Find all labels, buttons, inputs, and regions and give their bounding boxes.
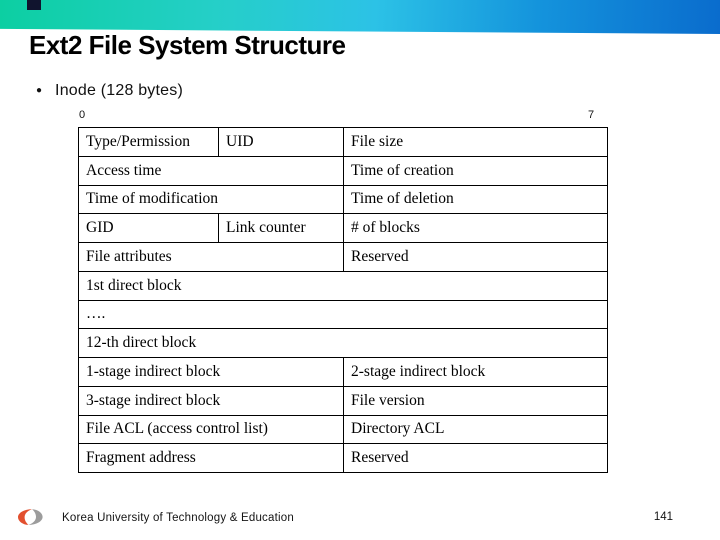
bullet-label: Inode (128 bytes) [55,82,183,99]
table-cell: …. [78,299,608,330]
table-cell: 3-stage indirect block [78,385,344,416]
table-cell: Fragment address [78,443,344,473]
table-cell: 2-stage indirect block [343,357,608,387]
table-cell: UID [218,127,344,157]
bit-label-start: 0 [79,109,86,121]
logo-gray-crescent [28,509,43,525]
table-cell: Directory ACL [343,414,608,445]
footer-institution: Korea University of Technology & Educati… [62,512,294,524]
table-cell: Reserved [343,443,608,473]
table-row: File ACL (access control list)Directory … [78,414,608,445]
table-row: 12-th direct block [78,328,608,358]
table-cell: File ACL (access control list) [78,414,344,445]
logo-orange-crescent [18,509,32,525]
table-row: …. [78,299,608,330]
table-cell: File version [343,385,608,416]
page-title: Ext2 File System Structure [29,30,346,60]
table-cell: Time of creation [343,155,608,186]
table-cell: GID [78,213,219,243]
table-cell: Type/Permission [78,127,219,157]
table-cell: Access time [78,155,344,186]
table-cell: File size [343,127,608,157]
top-banner [0,0,720,34]
table-cell: 1st direct block [78,270,608,301]
table-cell: File attributes [78,242,344,272]
bullet-item: ● Inode (128 bytes) [36,82,183,100]
table-cell: 1-stage indirect block [78,357,344,387]
university-logo-icon [18,509,43,525]
accent-square [27,0,41,10]
table-cell: 12-th direct block [78,328,608,358]
bit-label-end: 7 [588,109,595,121]
bullet-icon: ● [36,85,43,96]
table-row: 1st direct block [78,270,608,301]
table-cell: Link counter [218,213,344,243]
page-number: 141 [653,511,673,523]
table-cell: # of blocks [343,213,608,243]
table-cell: Time of modification [78,184,344,215]
table-cell: Reserved [343,242,608,272]
table-cell: Time of deletion [343,184,608,215]
